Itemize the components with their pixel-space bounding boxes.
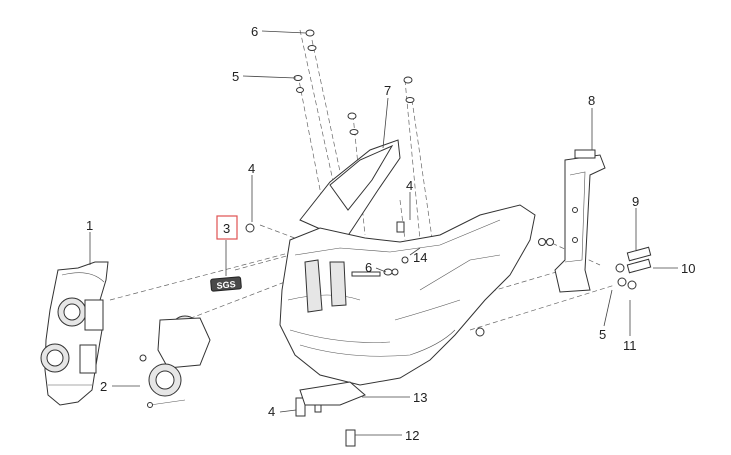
callout-1: 1: [86, 218, 93, 233]
headlight-bulb-assembly: [139, 315, 211, 408]
callout-6-top: 6: [251, 24, 258, 39]
callout-6-center: 6: [365, 260, 372, 275]
callout-5-top: 5: [232, 69, 239, 84]
mounting-bracket: [554, 149, 606, 293]
assembly-lines: [109, 29, 616, 331]
callout-14: 14: [413, 250, 427, 265]
callout-3: 3: [223, 221, 230, 236]
callout-11: 11: [623, 338, 637, 353]
badge-text: SGS: [216, 279, 236, 291]
callout-4-bottom: 4: [268, 404, 275, 419]
callout-4-center: 4: [406, 178, 413, 193]
sgs-badge: SGS: [210, 276, 242, 292]
headlight-housing-left: [40, 261, 109, 406]
callout-9: 9: [632, 194, 639, 209]
front-fairing: [279, 139, 536, 386]
callout-2: 2: [100, 379, 107, 394]
callout-10: 10: [681, 261, 695, 276]
callout-labels: 1 2 3 4 4 4 5 5 6 6 7 8 9 10 11 12 13 14: [86, 24, 695, 443]
callout-8: 8: [588, 93, 595, 108]
callout-13: 13: [413, 390, 427, 405]
fasteners: [245, 29, 652, 447]
callout-7: 7: [384, 83, 391, 98]
callout-4-top: 4: [248, 161, 255, 176]
leader-lines: [89, 30, 678, 436]
callout-5-right: 5: [599, 327, 606, 342]
callout-3-highlight: [216, 215, 238, 240]
callout-12: 12: [405, 428, 419, 443]
